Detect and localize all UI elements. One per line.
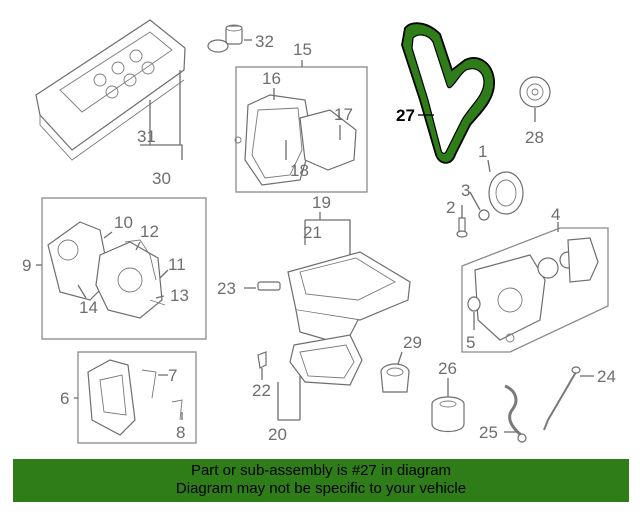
callout-31: 31 bbox=[137, 127, 156, 146]
callout-29: 29 bbox=[403, 333, 422, 352]
callout-4: 4 bbox=[551, 205, 560, 224]
group-box-4 bbox=[461, 227, 609, 353]
callout-13: 13 bbox=[170, 286, 189, 305]
callout-8: 8 bbox=[176, 423, 185, 442]
oil-filter-part bbox=[431, 396, 465, 433]
front-seal-part bbox=[488, 171, 524, 215]
oil-cap-part bbox=[207, 24, 243, 53]
callout-10: 10 bbox=[114, 213, 133, 232]
oil-pan-part bbox=[287, 251, 411, 386]
callout-26: 26 bbox=[438, 359, 457, 378]
timing-cover-assembly-part bbox=[47, 221, 166, 319]
timing-belt-part bbox=[401, 22, 495, 164]
callout-14: 14 bbox=[79, 298, 98, 317]
callout-19: 19 bbox=[312, 193, 331, 212]
callout-9: 9 bbox=[22, 256, 31, 275]
callout-27: 27 bbox=[396, 106, 415, 125]
callout-30: 30 bbox=[152, 169, 171, 188]
dipstick-part bbox=[543, 366, 581, 431]
callout-1: 1 bbox=[478, 142, 487, 161]
drain-plug-part bbox=[257, 281, 281, 369]
callout-21: 21 bbox=[303, 223, 322, 242]
valve-cover-part bbox=[35, 19, 186, 161]
bushing-part bbox=[380, 363, 410, 393]
callout-7: 7 bbox=[168, 366, 177, 385]
callout-32: 32 bbox=[255, 32, 274, 51]
dipstick-tube-part bbox=[504, 384, 527, 443]
oil-pump-part bbox=[467, 237, 599, 343]
callout-15: 15 bbox=[293, 40, 312, 59]
callout-6: 6 bbox=[60, 389, 69, 408]
callout-17: 17 bbox=[334, 105, 353, 124]
callout-12: 12 bbox=[140, 222, 159, 241]
callout-28: 28 bbox=[525, 128, 544, 147]
callout-5: 5 bbox=[466, 333, 475, 352]
timing-cover-part bbox=[234, 94, 357, 186]
callout-24: 24 bbox=[597, 367, 616, 386]
callout-25: 25 bbox=[479, 423, 498, 442]
info-banner: Part or sub-assembly is #27 in diagram D… bbox=[13, 459, 629, 502]
callout-23: 23 bbox=[217, 279, 236, 298]
callout-22: 22 bbox=[252, 381, 271, 400]
callout-3: 3 bbox=[461, 181, 470, 200]
callout-2: 2 bbox=[446, 198, 455, 217]
lower-cover-part bbox=[87, 359, 183, 436]
callout-18: 18 bbox=[290, 161, 309, 180]
callout-20: 20 bbox=[268, 425, 287, 444]
callout-16: 16 bbox=[262, 69, 281, 88]
bolt-part bbox=[456, 209, 490, 238]
banner-line-1: Part or sub-assembly is #27 in diagram bbox=[190, 462, 452, 479]
sprocket-part bbox=[519, 76, 551, 108]
group-box-9 bbox=[41, 197, 207, 340]
callout-11: 11 bbox=[168, 255, 186, 274]
banner-line-2: Diagram may not be specific to your vehi… bbox=[175, 480, 467, 497]
